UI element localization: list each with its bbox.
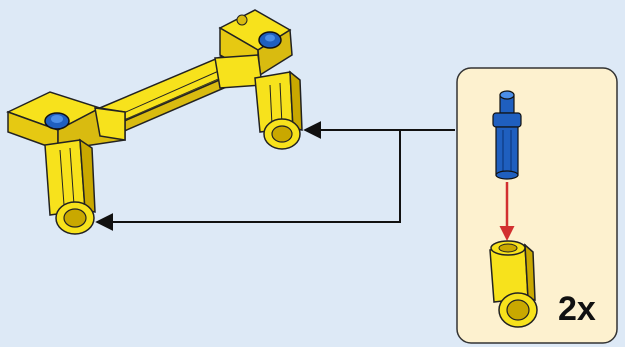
- right-corner-connector: [214, 9, 293, 89]
- left-corner-connector: [6, 91, 126, 152]
- left-leg-hole: [63, 208, 87, 228]
- yellow-frame-assembly: [6, 9, 303, 235]
- left-leg: [44, 138, 96, 235]
- arrow-to-left-leg: [95, 130, 401, 231]
- right-leg: [254, 70, 303, 150]
- sub-assembly-callout: [456, 67, 618, 344]
- right-leg-hole: [271, 125, 293, 143]
- placement-arrows: [95, 121, 455, 231]
- quantity-label: 2x: [558, 290, 596, 328]
- connecting-beam: [93, 54, 240, 140]
- yellow-angle-connector-icon: [489, 240, 538, 328]
- blue-axle-pin-icon: [492, 90, 522, 180]
